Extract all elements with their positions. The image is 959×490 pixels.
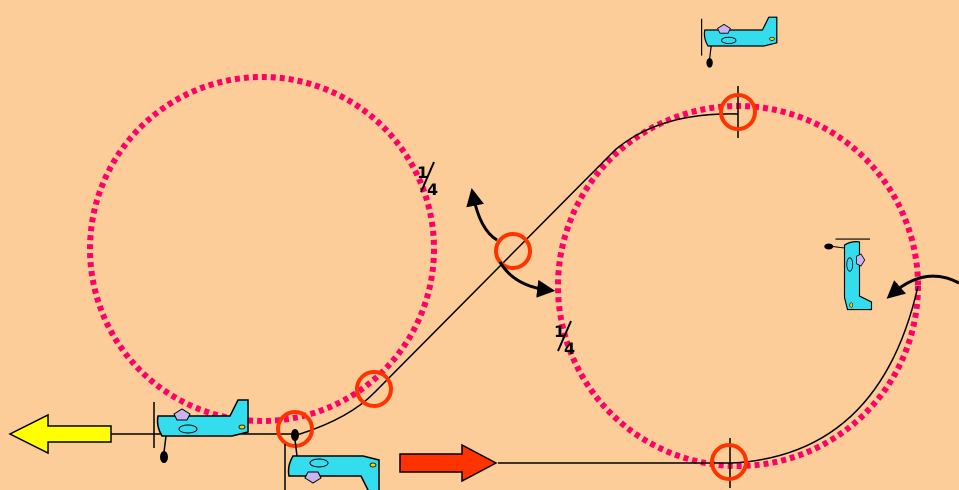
curved-arrow-icon (498, 261, 556, 298)
block-arrow-icon (8, 413, 112, 455)
svg-text:4: 4 (564, 339, 575, 358)
curved-arrow-icon (886, 274, 959, 299)
airplane-icon (153, 399, 249, 464)
fraction-label-upper: 1 4 (417, 161, 438, 199)
block-arrow-icon (399, 443, 498, 483)
position-markers (276, 93, 757, 481)
circle-marker-icon (355, 370, 393, 408)
circle-marker-icon (719, 93, 757, 131)
airplane-icon (284, 428, 380, 490)
flight-path (108, 113, 919, 464)
left-loop-circle (87, 74, 437, 424)
fraction-label-lower: 1 4 (554, 320, 575, 358)
svg-text:4: 4 (427, 180, 438, 199)
svg-text:1: 1 (417, 163, 428, 182)
circle-marker-icon (710, 443, 748, 481)
svg-text:1: 1 (554, 322, 565, 341)
airplane-icon (700, 16, 778, 69)
rotation-arrows (466, 187, 959, 299)
curved-arrow-icon (466, 187, 498, 242)
tick-marks (729, 86, 739, 488)
right-loop-circle (555, 103, 921, 469)
circle-marker-icon (494, 232, 532, 270)
airplane-icon (823, 238, 873, 311)
